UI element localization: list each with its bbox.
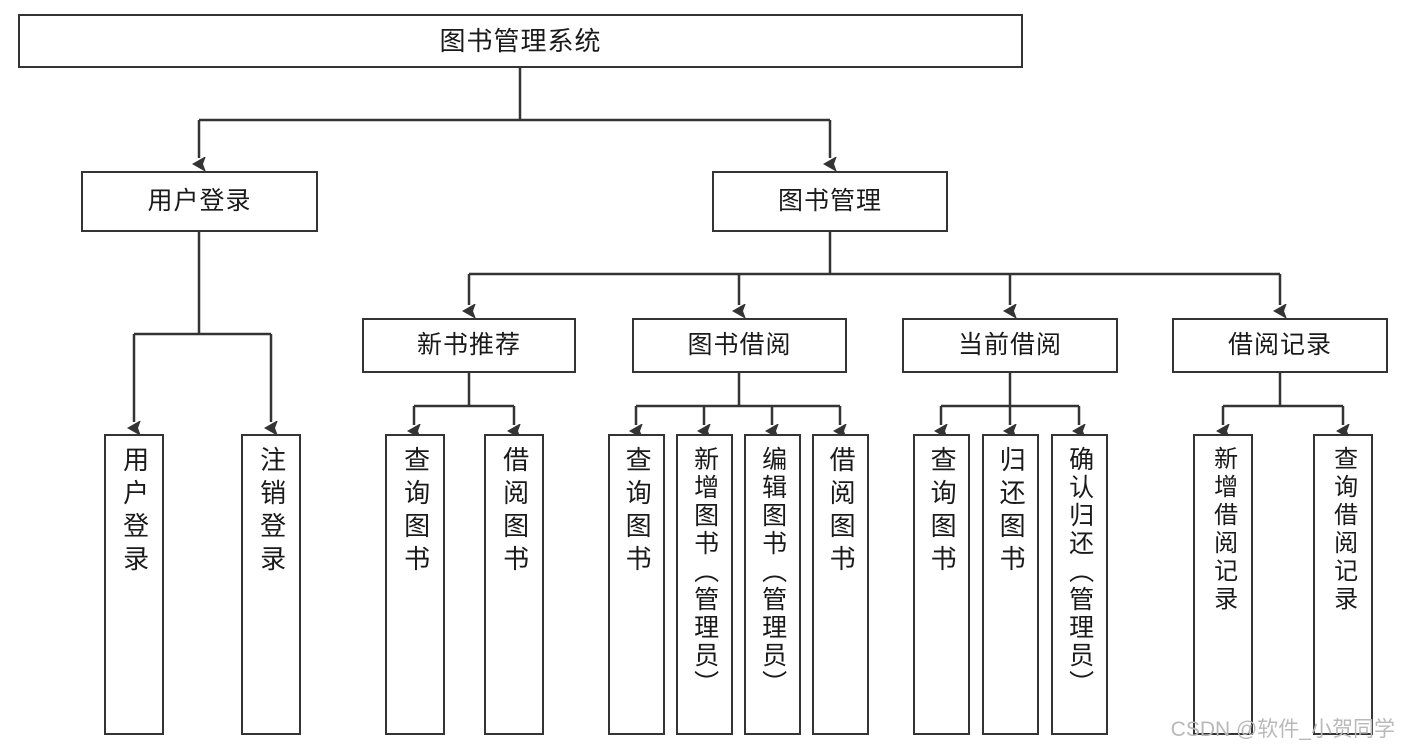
node-borrow-record-label: 借阅记录	[1227, 330, 1332, 359]
leaf-query-book-3-label: 查询图书	[927, 446, 958, 578]
leaf-edit-book-label: 编辑图书（管理员）	[758, 446, 787, 698]
leaf-return-book-label: 归还图书	[996, 446, 1027, 578]
node-new-book-rec[interactable]: 新书推荐	[362, 318, 576, 373]
leaf-query-book-1-label: 查询图书	[400, 446, 431, 578]
watermark: CSDN @软件_小贺同学	[1170, 718, 1395, 741]
leaf-user-login[interactable]: 用户登录	[104, 434, 164, 735]
leaf-confirm-return-label: 确认归还（管理员）	[1065, 446, 1094, 698]
node-root-label: 图书管理系统	[439, 25, 602, 56]
leaf-add-record-label: 新增借阅记录	[1209, 446, 1237, 614]
leaf-query-book-3[interactable]: 查询图书	[913, 434, 970, 735]
node-book-borrow-label: 图书借阅	[687, 330, 792, 359]
leaf-query-book-1[interactable]: 查询图书	[385, 434, 445, 735]
node-book-manage-label: 图书管理	[777, 186, 882, 215]
leaf-query-record[interactable]: 查询借阅记录	[1313, 434, 1373, 735]
leaf-add-book-label: 新增图书（管理员）	[690, 446, 719, 698]
leaf-borrow-book-1[interactable]: 借阅图书	[484, 434, 544, 735]
node-borrow-record[interactable]: 借阅记录	[1172, 318, 1388, 373]
node-user-login[interactable]: 用户登录	[81, 171, 318, 232]
leaf-return-book[interactable]: 归还图书	[982, 434, 1039, 735]
node-user-login-label: 用户登录	[147, 186, 252, 215]
leaf-query-book-2[interactable]: 查询图书	[608, 434, 665, 735]
node-current-borrow-label: 当前借阅	[957, 330, 1062, 359]
node-current-borrow[interactable]: 当前借阅	[902, 318, 1118, 373]
leaf-logout[interactable]: 注销登录	[241, 434, 301, 735]
leaf-logout-label: 注销登录	[256, 446, 287, 578]
leaf-query-record-label: 查询借阅记录	[1329, 446, 1357, 614]
node-root[interactable]: 图书管理系统	[18, 14, 1023, 68]
node-book-manage[interactable]: 图书管理	[712, 171, 948, 232]
leaf-add-record[interactable]: 新增借阅记录	[1193, 434, 1253, 735]
leaf-borrow-book-2[interactable]: 借阅图书	[812, 434, 869, 735]
leaf-user-login-label: 用户登录	[119, 446, 150, 578]
node-book-borrow[interactable]: 图书借阅	[632, 318, 847, 373]
leaf-borrow-book-2-label: 借阅图书	[826, 446, 857, 578]
leaf-query-book-2-label: 查询图书	[622, 446, 653, 578]
leaf-add-book[interactable]: 新增图书（管理员）	[676, 434, 733, 735]
node-new-book-rec-label: 新书推荐	[416, 330, 521, 359]
leaf-borrow-book-1-label: 借阅图书	[499, 446, 530, 578]
leaf-edit-book[interactable]: 编辑图书（管理员）	[744, 434, 801, 735]
leaf-confirm-return[interactable]: 确认归还（管理员）	[1051, 434, 1108, 735]
